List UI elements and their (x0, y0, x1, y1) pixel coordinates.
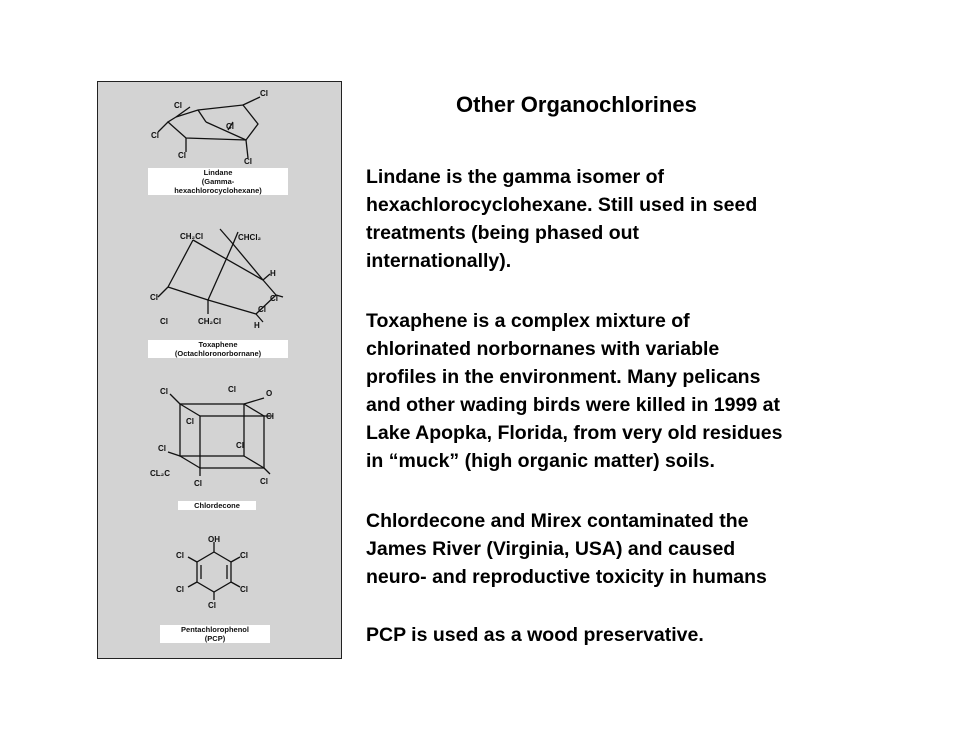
chlordecone-atom: Cl (194, 479, 202, 488)
chlordecone-atom: CL₂C (150, 469, 170, 478)
toxaphene-structure (157, 228, 284, 323)
lindane-atom: Cl (244, 157, 252, 166)
lindane-atom: Cl (174, 101, 182, 110)
chlordecone-atom: Cl (260, 477, 268, 486)
toxaphene-atom: Cl (150, 293, 158, 302)
lindane-label: Lindane (Gamma- hexachlorocyclohexane) (148, 168, 288, 195)
paragraph-lindane: Lindane is the gamma isomer of hexachlor… (366, 166, 758, 272)
chlordecone-atom: Cl (236, 441, 244, 450)
pcp-atom: Cl (240, 551, 248, 560)
chlordecone-structure (167, 393, 273, 476)
lindane-structure (157, 96, 261, 159)
toxaphene-atom: Cl (258, 305, 266, 314)
toxaphene-atom: CH₂Cl (180, 232, 203, 241)
pcp-atom: Cl (176, 585, 184, 594)
toxaphene-atom: Cl (270, 294, 278, 303)
toxaphene-atom: CH₂Cl (198, 317, 221, 326)
pcp-atom: OH (208, 535, 220, 544)
chlordecone-atom: Cl (266, 412, 274, 421)
toxaphene-label: Toxaphene (Octachloronorbornane) (148, 340, 288, 358)
toxaphene-atom: Cl (160, 317, 168, 326)
structures-panel: Cl Cl Cl Cl Cl Cl CH₂Cl CHCl₂ H Cl Cl Cl… (97, 81, 342, 659)
pcp-structure (187, 542, 241, 600)
toxaphene-atom: CHCl₂ (238, 233, 262, 242)
lindane-atom: Cl (226, 122, 234, 131)
lindane-atom: Cl (151, 131, 159, 140)
chlordecone-label: Chlordecone (178, 501, 256, 510)
toxaphene-atom: H (270, 269, 276, 278)
chlordecone-atom: Cl (160, 387, 168, 396)
lindane-atom: Cl (178, 151, 186, 160)
pcp-atom: Cl (240, 585, 248, 594)
pcp-atom: Cl (208, 601, 216, 610)
chlordecone-atom: Cl (158, 444, 166, 453)
pcp-label: Pentachlorophenol (PCP) (160, 625, 270, 643)
paragraph-pcp: PCP is used as a wood preservative. (366, 624, 704, 646)
toxaphene-atom: H (254, 321, 260, 330)
chlordecone-atom: Cl (228, 385, 236, 394)
chemical-structures: Cl Cl Cl Cl Cl Cl CH₂Cl CHCl₂ H Cl Cl Cl… (150, 89, 284, 610)
slide-title: Other Organochlorines (456, 92, 697, 117)
paragraph-toxaphene: Toxaphene is a complex mixture of chlori… (366, 310, 783, 472)
chlordecone-atom: Cl (186, 417, 194, 426)
pcp-atom: Cl (176, 551, 184, 560)
chlordecone-atom: O (266, 389, 272, 398)
lindane-atom: Cl (260, 89, 268, 98)
paragraph-chlordecone: Chlordecone and Mirex contaminated the J… (366, 510, 767, 588)
